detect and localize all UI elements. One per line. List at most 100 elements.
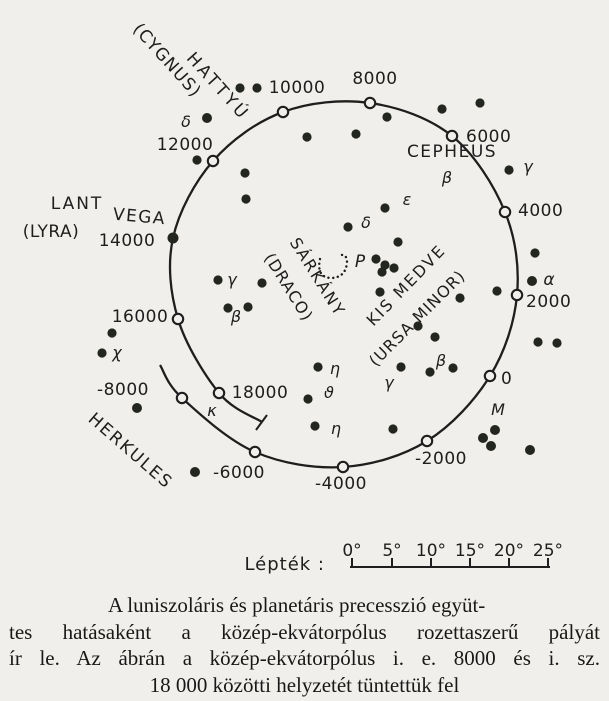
star-designation-label: η <box>330 359 340 378</box>
star-designation-label: δ <box>181 112 191 131</box>
star-dot <box>241 194 251 204</box>
precession-diagram: 8000 10000 12000 14000 16000 18000 -8000 -6000 -… <box>23 20 571 575</box>
star-dot <box>475 98 485 108</box>
path-end-tick <box>255 414 268 431</box>
star-dot <box>343 222 353 232</box>
star-dot <box>377 267 387 277</box>
star-dot <box>382 112 392 122</box>
star-dot <box>478 433 488 443</box>
caption-line: ír le. Az ábrán a közép-ekvátorpólus i. … <box>9 646 600 670</box>
star-dot <box>223 303 233 313</box>
caption-line: A luniszoláris és planetáris precesszió … <box>108 593 486 617</box>
constellation-label: CEPHEUS <box>407 142 497 162</box>
pole-dotted-arc <box>318 253 349 280</box>
star-dot <box>504 165 514 175</box>
star-designation-label: β <box>435 351 446 370</box>
star-dot <box>525 445 535 455</box>
star-designation-label: β <box>230 307 241 326</box>
star-dot <box>202 113 212 123</box>
year-label: 6000 <box>466 127 511 147</box>
year-label: -2000 <box>415 449 467 469</box>
star-dot <box>213 275 223 285</box>
star-dot <box>490 425 500 435</box>
constellation-label: HERKULES <box>84 409 177 493</box>
year-label: 10000 <box>269 78 326 98</box>
constellation-label: VEGA <box>112 205 167 230</box>
scale-tick-label: 25° <box>533 541 563 561</box>
star-dot <box>310 421 320 431</box>
star-designation-label: ε <box>403 190 412 209</box>
star-designation-label: M <box>491 400 505 419</box>
star-dot <box>437 104 447 114</box>
star-dot <box>375 287 385 297</box>
year-label: 8000 <box>352 69 397 89</box>
year-label: 0 <box>501 369 512 389</box>
star-dot <box>192 155 202 165</box>
star-designation-label: χ <box>111 343 122 362</box>
star-dot <box>380 260 390 270</box>
star-designation-label: γ <box>523 157 534 176</box>
scale-tick-label: 10° <box>416 541 446 561</box>
year-label: -6000 <box>213 463 265 483</box>
year-marker <box>276 105 290 119</box>
star-dot <box>257 278 267 288</box>
scale-label: Lépték : <box>244 554 325 575</box>
year-marker <box>336 460 350 474</box>
star-dot <box>552 338 562 348</box>
star-dot <box>533 337 543 347</box>
star-dot <box>380 203 390 213</box>
year-label: 14000 <box>99 231 156 251</box>
star-dot <box>97 348 107 358</box>
star-dot <box>393 237 403 247</box>
year-label: 2000 <box>526 292 571 312</box>
figure-caption: A luniszoláris és planetáris precesszió … <box>0 592 609 698</box>
star-dot <box>430 332 440 342</box>
star-designation-label: α <box>543 270 554 290</box>
star-dot <box>235 83 245 93</box>
constellation-label: LANT <box>51 194 104 214</box>
star-dot <box>107 328 117 338</box>
caption-line: 18 000 közötti helyzetét tüntettük fel <box>149 672 460 697</box>
star-dot <box>190 467 200 477</box>
star-dot <box>243 302 253 312</box>
year-label: -8000 <box>97 380 149 400</box>
star-dot <box>527 276 537 286</box>
year-label: 16000 <box>112 307 169 327</box>
star-dot <box>303 394 313 404</box>
star-dot <box>413 321 423 331</box>
star-dot <box>448 363 458 373</box>
star-dot <box>240 168 250 178</box>
year-marker <box>420 434 434 448</box>
caption-line: tes hatásaként a közép-ekvátorpólus roze… <box>9 619 600 644</box>
scale-tick-label: 15° <box>455 541 485 561</box>
star-dot <box>425 367 435 377</box>
year-marker <box>171 312 185 326</box>
star-dot <box>132 403 142 413</box>
year-marker <box>445 129 459 143</box>
precession-path <box>159 100 519 469</box>
year-label: 12000 <box>157 135 214 155</box>
star-dot <box>492 286 502 296</box>
scale-tick-label: 20° <box>494 541 524 561</box>
year-marker <box>483 369 497 383</box>
star-designation-label: β <box>441 168 452 187</box>
star-designation-label: P <box>355 252 366 272</box>
star-dot <box>388 424 398 434</box>
star-dot <box>302 132 312 142</box>
year-marker <box>212 386 226 400</box>
star-dot <box>389 263 399 273</box>
year-marker <box>206 154 220 168</box>
star-dot <box>455 293 465 303</box>
star-designation-label: γ <box>227 270 238 289</box>
star-dot <box>167 232 179 244</box>
year-label: -4000 <box>315 474 367 494</box>
scale-tick-label: 0° <box>342 541 361 561</box>
constellation-label: (LYRA) <box>23 222 80 242</box>
star-dot <box>351 129 361 139</box>
star-dot <box>313 362 323 372</box>
scale-tick-label: 5° <box>382 541 401 561</box>
year-marker <box>175 391 189 405</box>
star-designation-label: γ <box>384 373 395 392</box>
year-label: 18000 <box>232 383 289 403</box>
